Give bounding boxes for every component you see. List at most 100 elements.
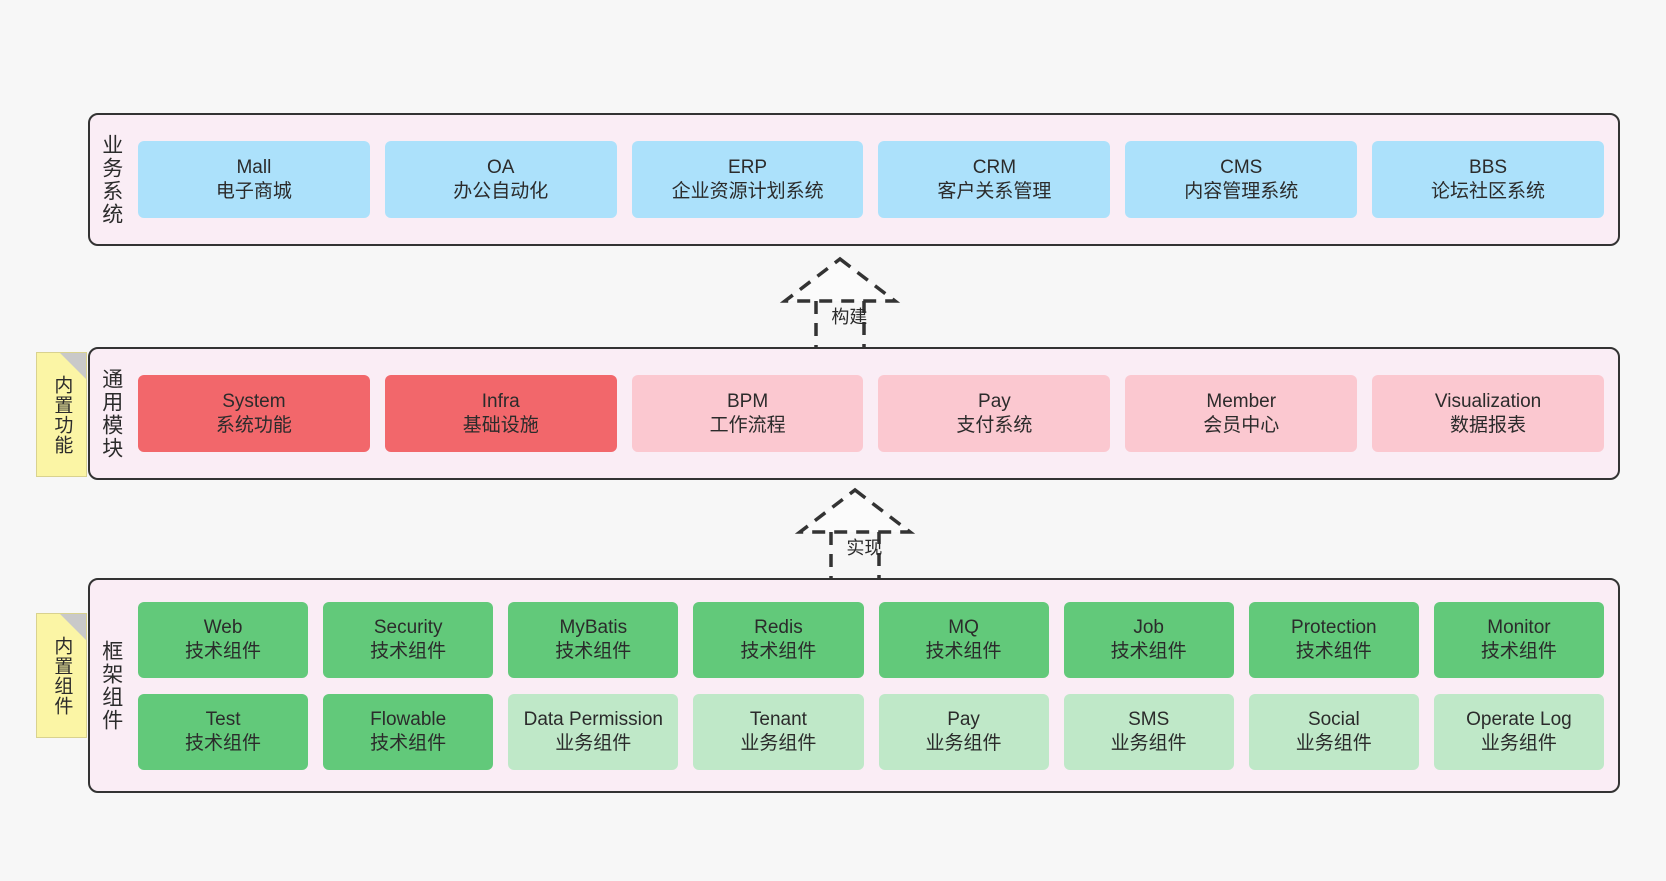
node-test[interactable]: Test 技术组件 bbox=[138, 693, 309, 770]
node-title: System bbox=[222, 391, 286, 413]
node-data-permission[interactable]: Data Permission 业务组件 bbox=[508, 693, 679, 770]
node-subtitle: 业务组件 bbox=[1480, 732, 1557, 754]
node-protection[interactable]: Protection 技术组件 bbox=[1248, 601, 1419, 678]
node-security[interactable]: Security 技术组件 bbox=[323, 601, 494, 678]
arrow-realize: 实现 bbox=[760, 484, 950, 584]
node-mybatis[interactable]: MyBatis 技术组件 bbox=[508, 601, 679, 678]
node-system[interactable]: System 系统功能 bbox=[138, 375, 370, 452]
node-title: Tenant bbox=[749, 709, 807, 731]
node-subtitle: 系统功能 bbox=[215, 414, 292, 436]
node-bpm[interactable]: BPM 工作流程 bbox=[631, 375, 864, 452]
sticky-note-builtin-components: 内置组件 bbox=[36, 613, 87, 738]
node-flowable[interactable]: Flowable 技术组件 bbox=[323, 693, 494, 770]
node-title: BBS bbox=[1469, 157, 1508, 179]
node-title: MQ bbox=[948, 617, 979, 639]
node-member[interactable]: Member 会员中心 bbox=[1125, 375, 1358, 452]
node-subtitle: 技术组件 bbox=[925, 640, 1002, 662]
node-title: CMS bbox=[1220, 157, 1263, 179]
node-subtitle: 业务组件 bbox=[555, 732, 632, 754]
node-subtitle: 业务组件 bbox=[925, 732, 1002, 754]
node-subtitle: 技术组件 bbox=[1110, 640, 1187, 662]
node-title: Visualization bbox=[1434, 391, 1542, 413]
node-row: Test 技术组件 Flowable 技术组件 Data Permission … bbox=[138, 693, 1604, 770]
node-pay[interactable]: Pay 支付系统 bbox=[878, 375, 1111, 452]
node-subtitle: 技术组件 bbox=[1295, 640, 1372, 662]
sticky-note-label: 内置组件 bbox=[51, 635, 73, 716]
node-subtitle: 工作流程 bbox=[709, 414, 786, 436]
arrow-realize-label: 实现 bbox=[846, 538, 883, 558]
node-title: MyBatis bbox=[559, 617, 628, 639]
layer-framework-components: 框架组件 Web 技术组件 Security 技术组件 MyBatis 技术组件… bbox=[88, 578, 1620, 793]
node-title: Security bbox=[373, 617, 443, 639]
node-title: Member bbox=[1206, 391, 1277, 413]
layer-title-business-systems: 业务系统 bbox=[99, 133, 123, 226]
node-subtitle: 支付系统 bbox=[956, 414, 1033, 436]
node-title: BPM bbox=[726, 391, 769, 413]
node-mq[interactable]: MQ 技术组件 bbox=[878, 601, 1049, 678]
node-title: Pay bbox=[947, 709, 980, 731]
node-visualization[interactable]: Visualization 数据报表 bbox=[1372, 375, 1604, 452]
node-title: Protection bbox=[1291, 617, 1377, 639]
node-redis[interactable]: Redis 技术组件 bbox=[693, 601, 864, 678]
node-subtitle: 客户关系管理 bbox=[937, 180, 1052, 202]
layer-body-framework-components: Web 技术组件 Security 技术组件 MyBatis 技术组件 Redi… bbox=[132, 580, 1618, 791]
node-subtitle: 技术组件 bbox=[1480, 640, 1557, 662]
layer-common-modules: 通用模块 System 系统功能 Infra 基础设施 BPM 工作流程 Pay… bbox=[88, 347, 1620, 480]
node-title: Web bbox=[203, 617, 243, 639]
node-row: Web 技术组件 Security 技术组件 MyBatis 技术组件 Redi… bbox=[138, 601, 1604, 678]
node-infra[interactable]: Infra 基础设施 bbox=[384, 375, 617, 452]
node-mall[interactable]: Mall 电子商城 bbox=[138, 141, 370, 218]
node-title: Pay bbox=[978, 391, 1011, 413]
node-subtitle: 技术组件 bbox=[370, 732, 447, 754]
sticky-note-label: 内置功能 bbox=[51, 374, 73, 455]
layer-body-common-modules: System 系统功能 Infra 基础设施 BPM 工作流程 Pay 支付系统… bbox=[132, 349, 1618, 478]
node-bbs[interactable]: BBS 论坛社区系统 bbox=[1372, 141, 1604, 218]
node-cms[interactable]: CMS 内容管理系统 bbox=[1125, 141, 1358, 218]
node-subtitle: 企业资源计划系统 bbox=[671, 180, 824, 202]
node-subtitle: 数据报表 bbox=[1450, 414, 1527, 436]
node-subtitle: 会员中心 bbox=[1203, 414, 1280, 436]
node-subtitle: 业务组件 bbox=[740, 732, 817, 754]
node-title: Infra bbox=[481, 391, 520, 413]
node-subtitle: 技术组件 bbox=[370, 640, 447, 662]
node-web[interactable]: Web 技术组件 bbox=[138, 601, 309, 678]
node-oa[interactable]: OA 办公自动化 bbox=[384, 141, 617, 218]
node-sms[interactable]: SMS 业务组件 bbox=[1063, 693, 1234, 770]
node-title: Data Permission bbox=[523, 709, 663, 731]
node-tenant[interactable]: Tenant 业务组件 bbox=[693, 693, 864, 770]
node-pay-business[interactable]: Pay 业务组件 bbox=[878, 693, 1049, 770]
node-social[interactable]: Social 业务组件 bbox=[1248, 693, 1419, 770]
node-job[interactable]: Job 技术组件 bbox=[1063, 601, 1234, 678]
node-subtitle: 电子商城 bbox=[215, 180, 292, 202]
node-subtitle: 技术组件 bbox=[740, 640, 817, 662]
node-crm[interactable]: CRM 客户关系管理 bbox=[878, 141, 1111, 218]
node-title: Monitor bbox=[1487, 617, 1551, 639]
node-title: Operate Log bbox=[1466, 709, 1572, 731]
node-title: ERP bbox=[728, 157, 768, 179]
node-subtitle: 内容管理系统 bbox=[1184, 180, 1299, 202]
node-erp[interactable]: ERP 企业资源计划系统 bbox=[631, 141, 864, 218]
node-title: Redis bbox=[754, 617, 803, 639]
node-title: Mall bbox=[236, 157, 272, 179]
node-monitor[interactable]: Monitor 技术组件 bbox=[1433, 601, 1604, 678]
layer-business-systems: 业务系统 Mall 电子商城 OA 办公自动化 ERP 企业资源计划系统 CRM… bbox=[88, 113, 1620, 246]
node-subtitle: 技术组件 bbox=[185, 640, 262, 662]
node-title: Social bbox=[1307, 709, 1360, 731]
layer-body-business-systems: Mall 电子商城 OA 办公自动化 ERP 企业资源计划系统 CRM 客户关系… bbox=[132, 115, 1618, 244]
node-title: SMS bbox=[1128, 709, 1170, 731]
layer-title-common-modules: 通用模块 bbox=[99, 367, 123, 460]
node-subtitle: 论坛社区系统 bbox=[1431, 180, 1546, 202]
node-title: Flowable bbox=[370, 709, 447, 731]
node-operate-log[interactable]: Operate Log 业务组件 bbox=[1433, 693, 1604, 770]
node-subtitle: 技术组件 bbox=[185, 732, 262, 754]
arrow-build-label: 构建 bbox=[831, 307, 868, 327]
node-subtitle: 基础设施 bbox=[462, 414, 539, 436]
layer-title-framework-components: 框架组件 bbox=[99, 639, 123, 732]
node-subtitle: 业务组件 bbox=[1110, 732, 1187, 754]
node-subtitle: 办公自动化 bbox=[453, 180, 549, 202]
node-title: CRM bbox=[972, 157, 1017, 179]
node-row: System 系统功能 Infra 基础设施 BPM 工作流程 Pay 支付系统… bbox=[138, 375, 1604, 452]
node-title: OA bbox=[487, 157, 515, 179]
sticky-note-builtin-functions: 内置功能 bbox=[36, 352, 87, 477]
